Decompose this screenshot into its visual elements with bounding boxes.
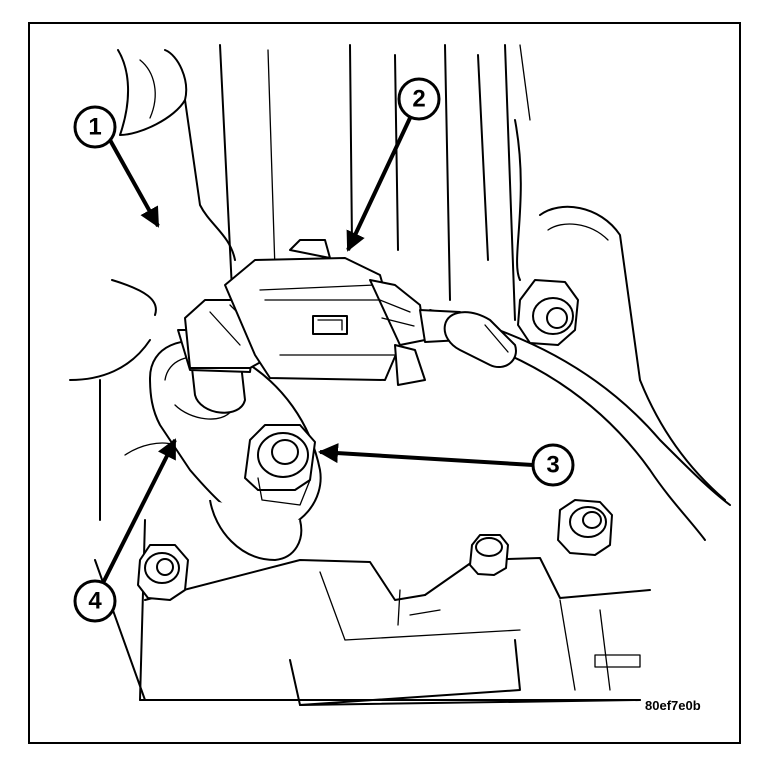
callout-1-label: 1: [88, 114, 101, 141]
figure-border: [28, 22, 741, 744]
housing-bolt-upper-right: [517, 279, 579, 346]
housing-bolt-lower-center: [469, 534, 509, 576]
figure-code: 80ef7e0b: [645, 698, 701, 713]
sensor-connector: [177, 239, 517, 414]
callout-2-label: 2: [412, 86, 425, 113]
housing-bolt-lower-right: [557, 499, 613, 556]
mounting-bolt: [244, 424, 316, 506]
callout-3-label: 3: [546, 452, 559, 479]
callout-3: 3: [318, 443, 575, 487]
housing-bolt-lower-left: [137, 544, 189, 601]
callout-1: 1: [73, 105, 160, 228]
callout-4-label: 4: [88, 588, 102, 615]
housing-lines: [69, 44, 731, 706]
callout-4: 4: [73, 438, 177, 623]
callout-2: 2: [346, 77, 441, 252]
